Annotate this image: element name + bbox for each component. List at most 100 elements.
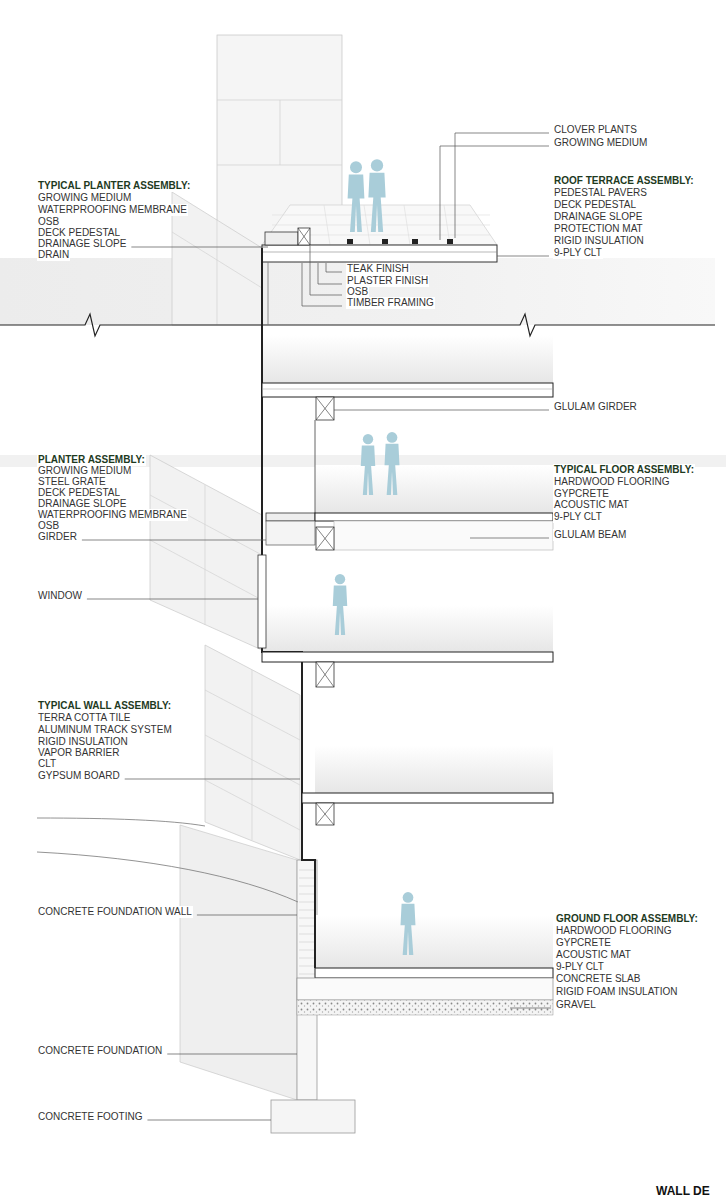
deck-pedestal xyxy=(347,239,353,244)
part-label: ALUMINUM TRACK SYSTEM xyxy=(37,724,173,736)
planter-box xyxy=(265,232,298,245)
person-figure xyxy=(363,434,373,444)
tile-joint xyxy=(217,220,218,325)
leader-line xyxy=(310,246,342,295)
glulam-girder xyxy=(316,527,334,550)
tile-joint xyxy=(217,165,342,166)
concrete-hatch xyxy=(299,878,315,879)
concrete-hatch xyxy=(299,902,315,903)
glulam-girder xyxy=(316,803,334,825)
terra-cotta-facade xyxy=(205,645,300,860)
tile-joint xyxy=(280,100,281,165)
floor-slab xyxy=(315,513,553,521)
floor-slab xyxy=(315,968,553,978)
person-figure xyxy=(403,892,414,903)
leader-line xyxy=(455,133,549,238)
glulam-girder xyxy=(316,662,334,687)
concrete-hatch xyxy=(299,870,315,871)
leader-line xyxy=(125,779,300,780)
glulam-girder xyxy=(316,527,334,550)
paver-joint xyxy=(324,205,330,245)
concrete-hatch xyxy=(299,950,315,951)
assembly-heading: ROOF TERRACE ASSEMBLY: xyxy=(553,175,695,187)
leader-line xyxy=(326,263,342,272)
part-label: CONCRETE FOOTING xyxy=(37,1111,143,1123)
sheet-title: WALL DE xyxy=(655,1184,711,1198)
part-label: TEAK FINISH xyxy=(346,263,410,275)
leader-line xyxy=(167,1054,297,1055)
interior-wall xyxy=(315,420,316,513)
person-figure xyxy=(361,445,375,495)
concrete-hatch xyxy=(299,886,315,887)
floor-slab xyxy=(262,652,553,662)
part-label: GIRDER xyxy=(37,531,78,543)
assembly-heading: TYPICAL FLOOR ASSEMBLY: xyxy=(553,464,695,476)
part-label: GROWING MEDIUM xyxy=(553,137,648,149)
part-label: DECK PEDESTAL xyxy=(553,199,637,211)
part-label: ACOUSTIC MAT xyxy=(555,949,632,961)
leader-line xyxy=(318,263,342,284)
part-label: GLULAM BEAM xyxy=(553,529,627,541)
assembly-heading: GROUND FLOOR ASSEMBLY: xyxy=(555,913,699,925)
leader-line xyxy=(147,1120,271,1121)
part-label: TIMBER FRAMING xyxy=(346,297,435,309)
glulam-girder xyxy=(316,397,334,420)
wall-layer xyxy=(268,262,269,325)
part-label: CONCRETE SLAB xyxy=(555,973,641,985)
assembly-heading: TYPICAL PLANTER ASSEMBLY: xyxy=(37,180,191,192)
part-label: PROTECTION MAT xyxy=(553,223,644,235)
room-shade xyxy=(315,745,553,793)
leader-line xyxy=(497,256,549,257)
part-label: DRAIN xyxy=(37,249,70,261)
part-label: TERRA COTTA TILE xyxy=(37,712,131,724)
leader-line xyxy=(440,146,549,240)
gravel-bed xyxy=(297,1000,553,1015)
part-label: PEDESTAL PAVERS xyxy=(553,187,648,199)
leader-line xyxy=(131,247,268,248)
part-label: HARDWOOD FLOORING xyxy=(555,925,673,937)
leader-line xyxy=(334,410,549,411)
part-label: RIGID INSULATION xyxy=(553,235,645,247)
person-figure xyxy=(387,432,398,443)
person-figure xyxy=(335,574,345,584)
wall-line xyxy=(262,248,315,968)
concrete-hatch xyxy=(299,918,315,919)
part-label: HARDWOOD FLOORING xyxy=(553,476,671,488)
room-shade xyxy=(315,465,553,513)
part-label: GYPSUM BOARD xyxy=(37,770,121,782)
person-figure xyxy=(368,173,385,232)
tile-joint xyxy=(205,690,300,740)
leader-line xyxy=(470,538,549,539)
concrete-footing xyxy=(271,1100,355,1133)
person-figure xyxy=(333,585,347,635)
part-label: 9-PLY CLT xyxy=(555,961,605,973)
part-label: DRAINAGE SLOPE xyxy=(553,211,643,223)
person-figure xyxy=(371,159,383,171)
concrete-hatch xyxy=(299,894,315,895)
leader-line xyxy=(87,599,258,600)
terra-cotta-facade xyxy=(150,455,262,650)
part-label: CLOVER PLANTS xyxy=(553,124,638,136)
concrete-hatch xyxy=(299,974,315,975)
roof-slab xyxy=(262,245,497,262)
person-figure xyxy=(348,174,365,232)
person-figure xyxy=(350,161,362,173)
floor-slab xyxy=(262,383,553,397)
part-label: GYPCRETE xyxy=(555,937,612,949)
timber-framing xyxy=(298,228,310,245)
tile-joint xyxy=(205,780,300,830)
tile-joint xyxy=(205,485,206,625)
tile-joint xyxy=(217,100,342,101)
leader-line xyxy=(82,540,266,541)
glulam-girder xyxy=(316,662,334,687)
ground-line xyxy=(37,852,298,902)
part-label: CLT xyxy=(37,758,57,770)
leader-line xyxy=(510,1008,551,1009)
room-shade xyxy=(262,335,553,383)
insulation-line xyxy=(262,252,497,253)
ground-line xyxy=(37,818,205,826)
paver-joint xyxy=(404,205,410,245)
deck-pedestal xyxy=(447,239,453,244)
